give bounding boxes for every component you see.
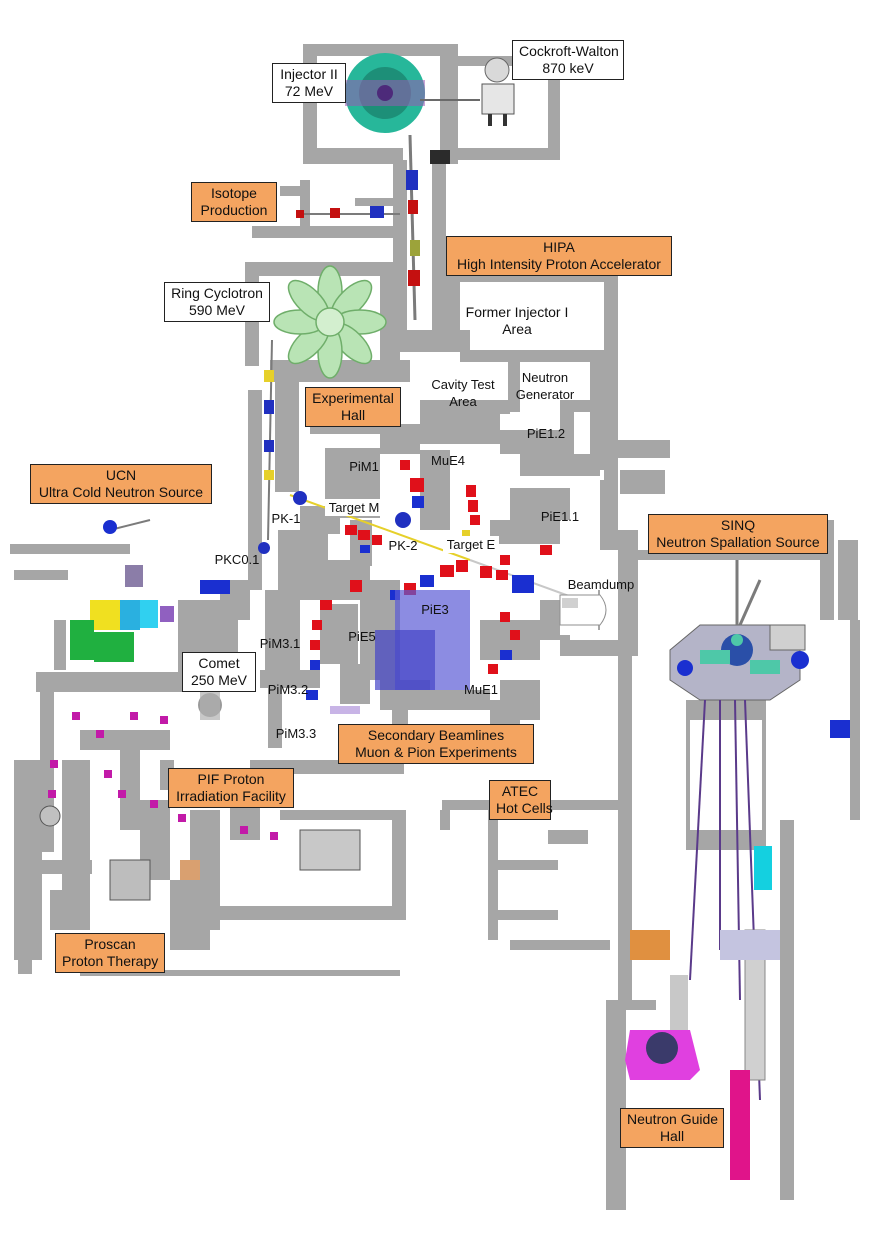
pie11-label: PiE1.1 — [540, 509, 580, 524]
secondary-beamline-magnets — [306, 460, 552, 714]
proscan-gantries — [39, 805, 361, 901]
ucn-source — [70, 519, 270, 662]
pkc0-label: PKC0.1 — [214, 552, 260, 567]
beamdump-structure — [559, 594, 607, 626]
pie12-label: PiE1.2 — [526, 426, 566, 441]
comet-cyclotron — [198, 690, 222, 720]
pie3-shielding-block — [375, 590, 470, 690]
ring-cyclotron — [264, 265, 387, 541]
mue4-label: MuE4 — [431, 453, 465, 468]
pie3-label: PiE3 — [421, 602, 449, 617]
target-e-label: Target E — [443, 536, 499, 553]
cockcroft-walton-generator — [481, 57, 515, 126]
pk2-label: PK-2 — [388, 538, 418, 553]
pk1-label: PK-1 — [271, 511, 301, 526]
neutron-guides — [625, 699, 780, 1180]
pim32-label: PiM3.2 — [267, 682, 309, 697]
mue1-label: MuE1 — [464, 682, 498, 697]
target-m-label: Target M — [325, 499, 383, 516]
injector-beamline — [296, 134, 450, 321]
proscan-beamlines — [48, 712, 278, 840]
pie5-label: PiE5 — [348, 629, 376, 644]
sinq-target-station — [669, 560, 850, 738]
pim1-label: PiM1 — [349, 459, 379, 474]
beamdump-label: Beamdump — [567, 577, 635, 592]
pim31-label: PiM3.1 — [259, 636, 301, 651]
pim33-label: PiM3.3 — [275, 726, 317, 741]
injector-ii-cyclotron — [345, 53, 480, 133]
